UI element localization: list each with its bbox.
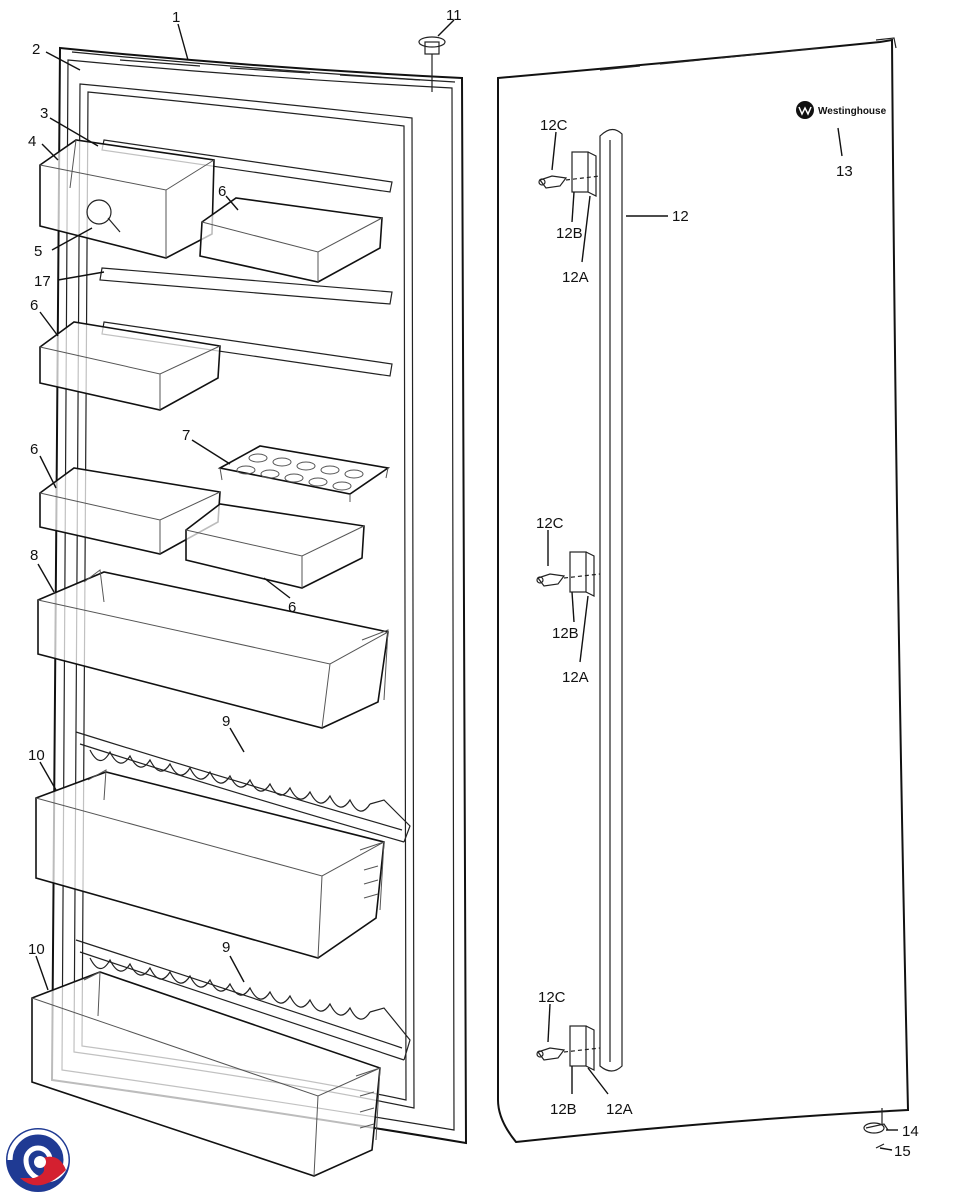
label-3: 3 <box>40 105 48 122</box>
label-8: 8 <box>30 547 38 564</box>
egg-tray <box>217 445 391 502</box>
label-12b-middle: 12B <box>552 625 579 642</box>
westinghouse-logo-icon: Westinghouse <box>796 101 887 119</box>
label-6-left-2: 6 <box>30 441 38 458</box>
label-12a-bottom: 12A <box>606 1101 633 1118</box>
label-10-upper: 10 <box>28 747 45 764</box>
bottom-hinge <box>863 1108 889 1149</box>
leader-lines <box>35 19 898 1151</box>
bottle-rail-upper <box>75 731 411 843</box>
label-17: 17 <box>34 273 51 290</box>
label-12b-bottom: 12B <box>550 1101 577 1118</box>
label-12c-bottom: 12C <box>538 989 566 1006</box>
door-handle <box>599 128 623 1072</box>
label-6-right: 6 <box>288 599 296 616</box>
door-bin-lower <box>31 971 381 1177</box>
label-12c-top: 12C <box>540 117 568 134</box>
door-bin-upper <box>37 569 389 729</box>
callout-labels: 1 2 3 4 5 6 17 6 7 6 6 8 9 10 9 10 11 12… <box>28 7 919 1160</box>
small-bin-right <box>185 503 365 589</box>
small-bin-upper <box>199 197 383 283</box>
label-15: 15 <box>894 1143 911 1160</box>
top-hinge-pin <box>418 36 446 92</box>
door-bin-middle <box>35 769 385 959</box>
brand-name: Westinghouse <box>818 106 887 117</box>
label-1: 1 <box>172 9 180 26</box>
label-12b-top: 12B <box>556 225 583 242</box>
label-5: 5 <box>34 243 42 260</box>
small-bin-left-2 <box>39 467 221 555</box>
label-7: 7 <box>182 427 190 444</box>
label-4: 4 <box>28 133 36 150</box>
label-11: 11 <box>446 7 462 24</box>
bottle-rail-lower <box>75 939 411 1061</box>
small-bin-left-1 <box>39 321 221 411</box>
label-9-lower: 9 <box>222 939 230 956</box>
label-14: 14 <box>902 1123 919 1140</box>
door-inner-assembly <box>31 36 468 1177</box>
label-6-left-1: 6 <box>30 297 38 314</box>
label-12a-middle: 12A <box>562 669 589 686</box>
label-13: 13 <box>836 163 853 180</box>
label-9-upper: 9 <box>222 713 230 730</box>
butter-compartment <box>39 139 215 259</box>
handle-clip-bottom <box>536 1025 595 1071</box>
label-10-lower: 10 <box>28 941 45 958</box>
label-12c-middle: 12C <box>536 515 564 532</box>
door-outer-assembly: Westinghouse <box>497 37 910 1149</box>
label-6-upper: 6 <box>218 183 226 200</box>
handle-clip-middle <box>536 551 595 597</box>
label-12: 12 <box>672 208 689 225</box>
label-2: 2 <box>32 41 40 58</box>
label-12a-top: 12A <box>562 269 589 286</box>
swirl-logo-icon <box>6 1128 70 1192</box>
